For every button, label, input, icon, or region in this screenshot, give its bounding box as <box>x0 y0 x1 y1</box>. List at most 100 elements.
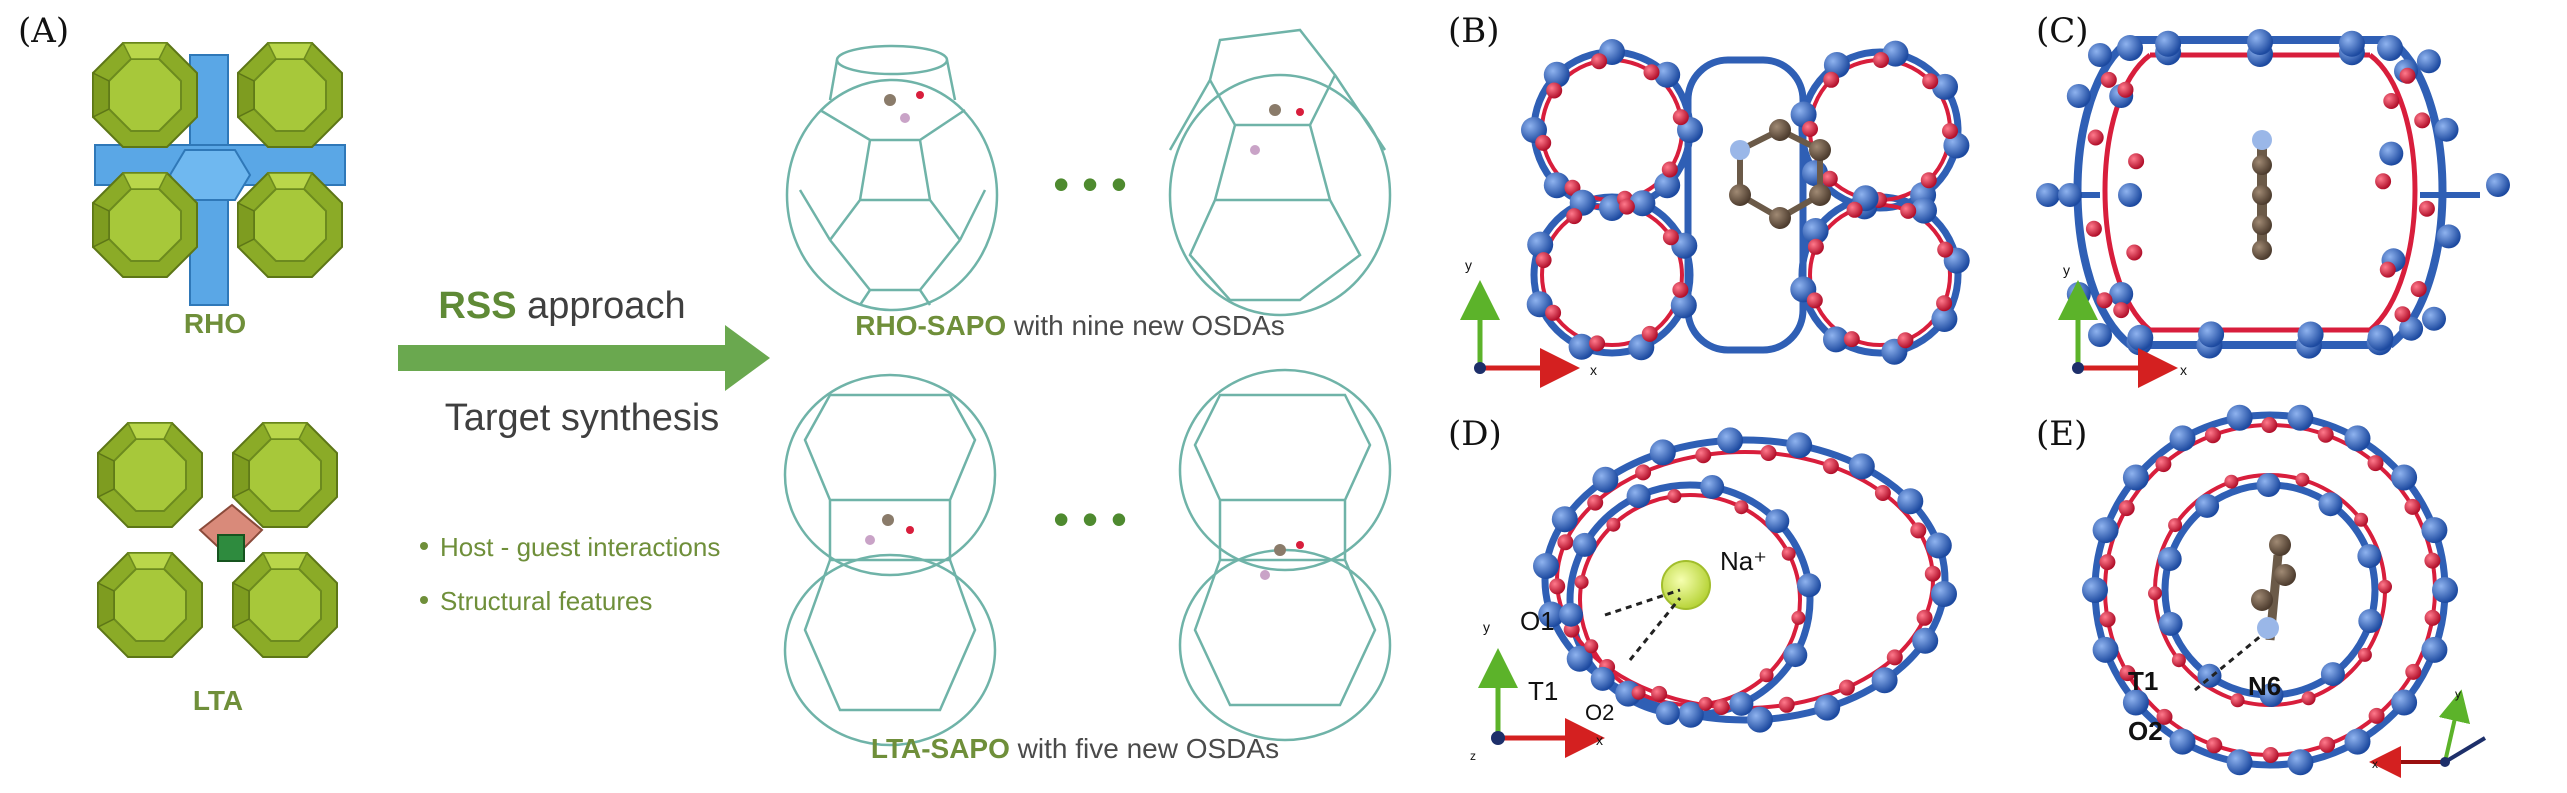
o-atom <box>1897 332 1914 349</box>
t-atom <box>2297 321 2324 348</box>
o-atom <box>1549 578 1566 595</box>
o-atom <box>1631 685 1646 700</box>
o-atom <box>2087 129 2104 146</box>
t-atom <box>2320 662 2345 687</box>
o-atom <box>2410 281 2427 297</box>
t-atom <box>1790 101 1817 128</box>
t-atom <box>2122 689 2149 716</box>
o-atom <box>1661 161 1678 178</box>
t-atom <box>2259 683 2284 707</box>
o-atom <box>2424 609 2441 626</box>
t-atom <box>2256 473 2281 497</box>
arrow-bottom-text: Target synthesis <box>445 397 720 439</box>
o-atom <box>1535 252 1552 269</box>
o-atom <box>1695 447 1712 464</box>
o-atom <box>2418 200 2435 217</box>
o-atom <box>2378 579 2392 594</box>
b-axis-x: x <box>1590 362 1597 378</box>
t-atom <box>1629 190 1656 217</box>
o-atom <box>2319 736 2336 753</box>
t-atom <box>1786 432 1813 459</box>
o-atom <box>1618 198 1635 215</box>
t-atom <box>1538 601 1565 628</box>
bullet-list: Host - guest interactions Structural fea… <box>420 532 720 616</box>
t-atom <box>2379 141 2404 166</box>
lta-framework-model <box>97 422 338 658</box>
o-atom <box>1920 172 1937 189</box>
t-atom <box>2247 29 2273 55</box>
o-atom <box>2414 112 2431 129</box>
t-atom <box>2434 117 2459 142</box>
o-atom <box>2262 747 2279 763</box>
t-atom <box>2367 324 2394 351</box>
t-atom <box>2226 749 2253 776</box>
panel-label-c: (C) <box>2036 11 2089 51</box>
t-atom <box>1797 573 1821 598</box>
o-atom <box>2367 455 2384 472</box>
t-atom <box>1871 667 1898 694</box>
o-atom <box>1922 73 1939 90</box>
o-atom <box>1916 609 1933 626</box>
rho-framework-model <box>92 42 346 306</box>
t-atom <box>1925 532 1952 559</box>
t-atom <box>2197 663 2222 688</box>
o-atom <box>2118 500 2135 517</box>
t-atom <box>2118 183 2142 207</box>
o-atom <box>1802 121 1818 137</box>
o-atom <box>2357 647 2372 662</box>
o-atom <box>1667 489 1682 504</box>
o-atom <box>2399 67 2416 84</box>
o-atom <box>2128 153 2145 170</box>
o-atom <box>2117 81 2134 98</box>
t-atom <box>2357 544 2382 569</box>
o-atom <box>1545 304 1562 321</box>
o-atom <box>1641 325 1658 342</box>
e-label-n6: N6 <box>2248 671 2281 701</box>
o-atom <box>1698 696 1713 711</box>
e-label-o2: O2 <box>2128 716 2163 746</box>
o-atom <box>2099 611 2116 628</box>
o-atom <box>1843 331 1860 348</box>
o-atom <box>1713 699 1730 715</box>
t-atom <box>2338 30 2365 57</box>
o-atom <box>2404 498 2421 515</box>
t-atom <box>2169 425 2196 452</box>
o-atom <box>2155 456 2172 473</box>
o-atom <box>1936 295 1953 312</box>
e-axis-y: y <box>2455 687 2461 701</box>
o-atom <box>1846 201 1863 218</box>
t-atom <box>2088 43 2112 67</box>
t-atom <box>2092 636 2119 663</box>
o-atom <box>2424 552 2441 569</box>
rho-label: RHO <box>184 308 246 339</box>
t-atom <box>1931 581 1957 607</box>
o-atom <box>1574 575 1589 590</box>
t-atom <box>1700 475 1725 499</box>
o-atom <box>2261 417 2278 433</box>
t-atom <box>2399 316 2424 341</box>
t-atom <box>2377 35 2403 61</box>
t-atom <box>2318 492 2343 517</box>
rho-cage-1 <box>785 44 999 312</box>
t-atom <box>1677 701 1704 728</box>
o-atom <box>1672 281 1689 298</box>
t-atom <box>1654 172 1681 199</box>
o-atom <box>2156 708 2173 725</box>
rho-caption-rest: with nine new OSDAs <box>1006 310 1285 341</box>
t-atom <box>2287 404 2314 431</box>
t-atom <box>2158 611 2183 636</box>
o-atom <box>1591 53 1608 70</box>
o-atom <box>2375 173 2392 190</box>
o-atom <box>1874 485 1891 501</box>
o-atom <box>1910 522 1927 539</box>
o-atom <box>2204 427 2221 444</box>
t-atom <box>1943 132 1970 159</box>
t-atom <box>1729 691 1754 716</box>
o-atom <box>1635 464 1652 481</box>
t-atom <box>2127 324 2154 351</box>
rho-cage-2 <box>1168 28 1392 317</box>
o-atom <box>2383 93 2400 109</box>
o-atom <box>2405 663 2422 680</box>
o-atom <box>1886 649 1903 666</box>
o-atom <box>1535 134 1552 151</box>
